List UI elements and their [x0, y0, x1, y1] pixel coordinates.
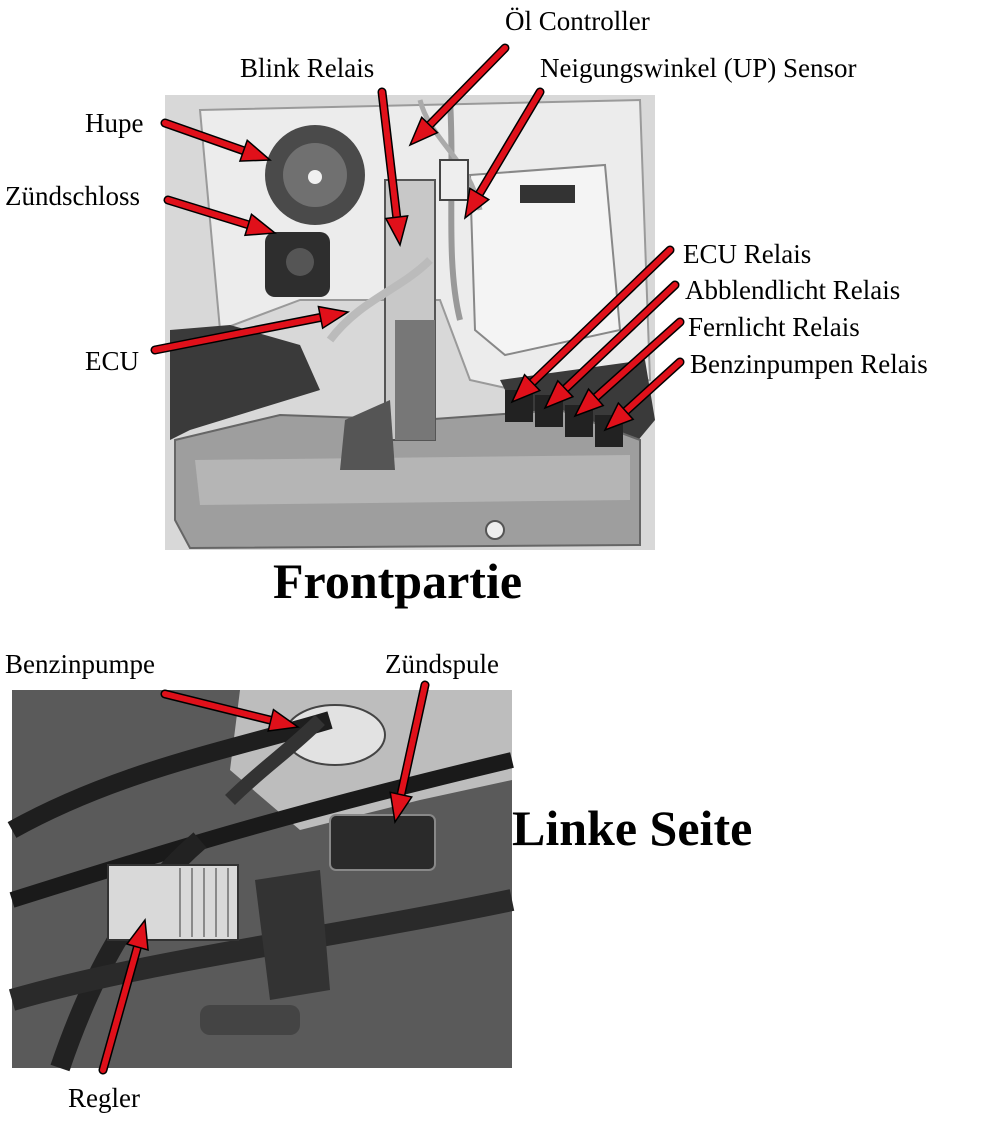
heading-frontpartie: Frontpartie — [273, 553, 522, 609]
arrow-benzinpumpen-relais — [603, 357, 685, 432]
arrow-ecu-relais — [510, 245, 675, 404]
label-hupe: Hupe — [85, 108, 143, 138]
arrow-neigungswinkel — [463, 87, 545, 220]
arrow-zuendspule — [389, 680, 430, 825]
arrows-layer — [98, 43, 685, 1075]
arrow-zuendschloss — [163, 195, 277, 237]
label-regler: Regler — [68, 1083, 140, 1113]
left-side-photo — [7, 690, 515, 1072]
arrow-oel-controller — [408, 43, 510, 147]
label-blink-relais: Blink Relais — [240, 53, 374, 83]
label-abblendlicht-relais: Abblendlicht Relais — [685, 275, 900, 305]
heading-linke-seite: Linke Seite — [512, 800, 752, 856]
arrow-fernlicht — [573, 317, 685, 418]
arrow-ecu — [150, 305, 351, 355]
label-fernlicht-relais: Fernlicht Relais — [688, 312, 860, 342]
label-oel-controller: Öl Controller — [505, 6, 650, 36]
label-zuendspule: Zündspule — [385, 649, 499, 679]
arrow-regler — [98, 918, 149, 1075]
label-ecu-relais: ECU Relais — [683, 239, 811, 269]
label-zuendschloss: Zündschloss — [5, 181, 140, 211]
arrow-abblendlicht — [543, 280, 680, 410]
arrow-benzinpumpe — [160, 689, 300, 732]
arrow-hupe — [160, 118, 272, 162]
label-benzinpumpen-relais: Benzinpumpen Relais — [690, 349, 928, 379]
label-neigungswinkel-sensor: Neigungswinkel (UP) Sensor — [540, 53, 856, 83]
front-photo — [165, 95, 655, 550]
label-ecu: ECU — [85, 346, 139, 376]
label-benzinpumpe: Benzinpumpe — [5, 649, 155, 679]
arrow-blink-relais — [377, 87, 409, 248]
